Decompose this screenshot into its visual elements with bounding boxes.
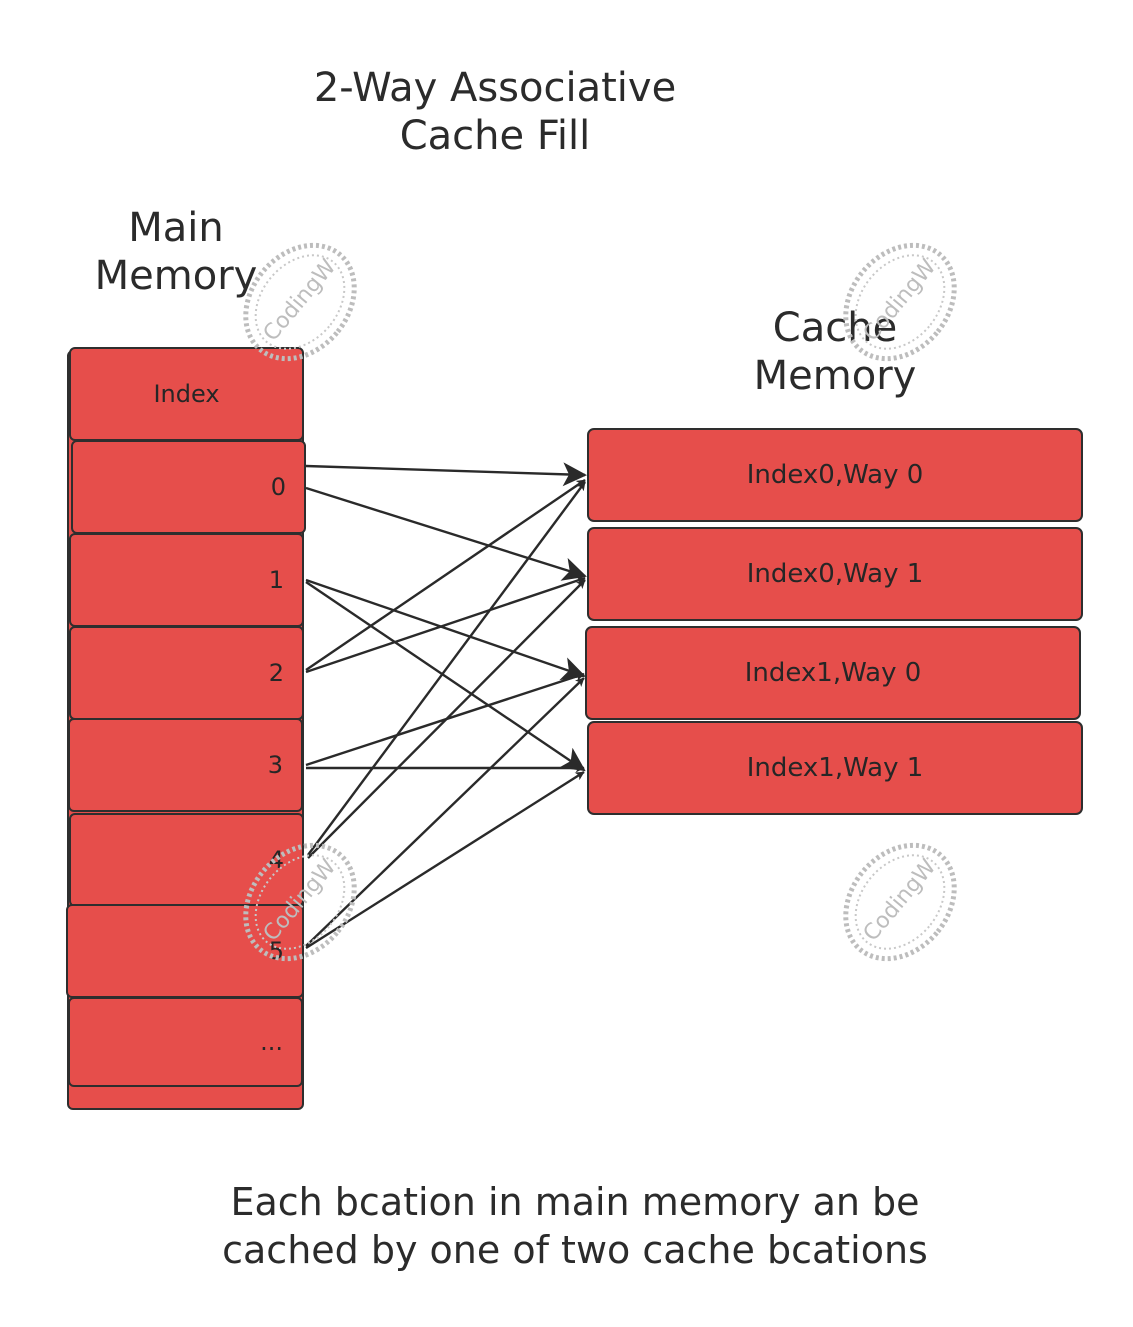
cache-slot-index1-way1: Index1,Way 1 <box>587 721 1083 815</box>
diagram-caption: Each bcation in main memory an be cached… <box>140 1178 1010 1274</box>
row-label-5: 5 <box>268 937 284 965</box>
row-label-3: 3 <box>267 751 283 779</box>
main-memory-row-3: 3 <box>68 718 303 812</box>
main-memory-row-5: 5 <box>66 904 304 998</box>
main-memory-header-label: Index <box>153 380 220 408</box>
main-memory-label: Main Memory <box>86 204 266 300</box>
arrow-row4-index0-way0 <box>307 481 586 856</box>
row-label-1: 1 <box>268 566 284 594</box>
row-label-ellipsis: ... <box>260 1028 283 1056</box>
diagram-title: 2-Way Associative Cache Fill <box>260 64 730 160</box>
cache-slot-index0-way0: Index0,Way 0 <box>587 428 1083 522</box>
arrow-row0-index0-way0 <box>305 462 587 487</box>
arrow-row4-index0-way1 <box>307 579 586 859</box>
row-label-0: 0 <box>270 473 286 501</box>
watermark-stamp: CodingW <box>830 832 970 972</box>
cache-memory-label-line-1: Cache <box>772 305 898 351</box>
watermark-ring-icon <box>843 842 957 962</box>
watermark-ring-icon <box>243 242 357 362</box>
watermark-stamp: CodingW <box>230 232 370 372</box>
caption-line-2: cached by one of two cache bcations <box>222 1228 928 1272</box>
main-memory-label-line-2: Memory <box>94 253 258 299</box>
arrow-row2-index0-way0 <box>305 479 586 671</box>
cache-memory-label: Cache Memory <box>740 304 930 400</box>
cache-slot-label-4: Index1,Way 1 <box>746 753 924 783</box>
arrow-row1-index1-way1 <box>305 581 586 772</box>
cache-slot-index0-way1: Index0,Way 1 <box>587 527 1083 621</box>
watermark-ring-icon <box>843 242 957 362</box>
title-line-2: Cache Fill <box>399 113 591 159</box>
arrow-row2-index0-way1 <box>305 576 586 674</box>
cache-slot-index1-way0: Index1,Way 0 <box>585 626 1081 720</box>
row-label-4: 4 <box>268 846 284 874</box>
main-memory-row-1: 1 <box>69 533 304 627</box>
arrow-row5-index1-way0 <box>305 677 585 947</box>
main-memory-row-ellipsis: ... <box>68 997 303 1087</box>
cache-slot-label-3: Index1,Way 0 <box>744 658 922 688</box>
main-memory-row-2: 2 <box>69 626 304 720</box>
watermark-ring-icon <box>243 842 357 962</box>
cache-slot-label-2: Index0,Way 1 <box>746 559 924 589</box>
arrow-row5-index1-way1 <box>305 770 585 950</box>
row-label-2: 2 <box>268 659 284 687</box>
cache-slot-label-1: Index0,Way 0 <box>746 460 924 490</box>
caption-line-1: Each bcation in main memory an be <box>230 1180 920 1224</box>
title-line-1: 2-Way Associative <box>313 65 677 111</box>
watermark-stamp: CodingW <box>230 832 370 972</box>
main-memory-label-line-1: Main <box>128 205 224 251</box>
watermark-stamp: CodingW <box>830 232 970 372</box>
arrow-row0-index0-way1 <box>305 486 587 581</box>
arrow-row1-index1-way0 <box>305 578 586 681</box>
